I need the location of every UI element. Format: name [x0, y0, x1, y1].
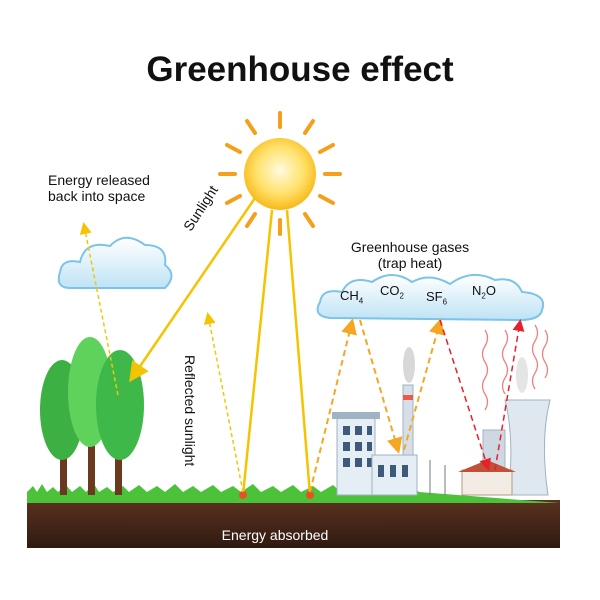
greenhouse-gases-line-1: Greenhouse gases [350, 239, 470, 255]
gas-n2o: N2O [472, 283, 496, 301]
energy-released-line-1: Energy released [48, 172, 150, 188]
factory-buildings [332, 347, 551, 496]
trapped-heat-arrow [403, 318, 445, 451]
heat-waves [481, 324, 549, 411]
reflected-sunlight-arrow [203, 312, 244, 493]
gas-ch4: CH4 [340, 288, 364, 306]
energy-absorbed-label: Energy absorbed [221, 527, 329, 543]
cloud-greenhouse-gases [316, 273, 544, 322]
trees [40, 337, 144, 495]
greenhouse-gases-label: Greenhouse gases (trap heat) [350, 239, 470, 271]
energy-released-line-2: back into space [48, 188, 146, 204]
grass [27, 484, 560, 503]
reflected-sunlight-label: Reflected sunlight [182, 355, 198, 467]
trapped-heat-arrow [309, 318, 357, 493]
trapped-heat-arrow [359, 319, 403, 454]
sun-icon [218, 111, 342, 236]
energy-released-arrow [79, 222, 119, 396]
energy-released-label: Energy released back into space [48, 172, 150, 204]
gas-sf6: SF6 [426, 289, 448, 307]
page-title: Greenhouse effect [146, 50, 454, 89]
gas-co2: CO2 [380, 283, 404, 301]
sunlight-rays [129, 197, 312, 496]
cloud-left [57, 236, 173, 289]
greenhouse-gases-line-2: (trap heat) [377, 255, 443, 271]
heat-arrow [439, 319, 491, 471]
heat-arrow [494, 319, 525, 471]
soil [27, 500, 560, 548]
